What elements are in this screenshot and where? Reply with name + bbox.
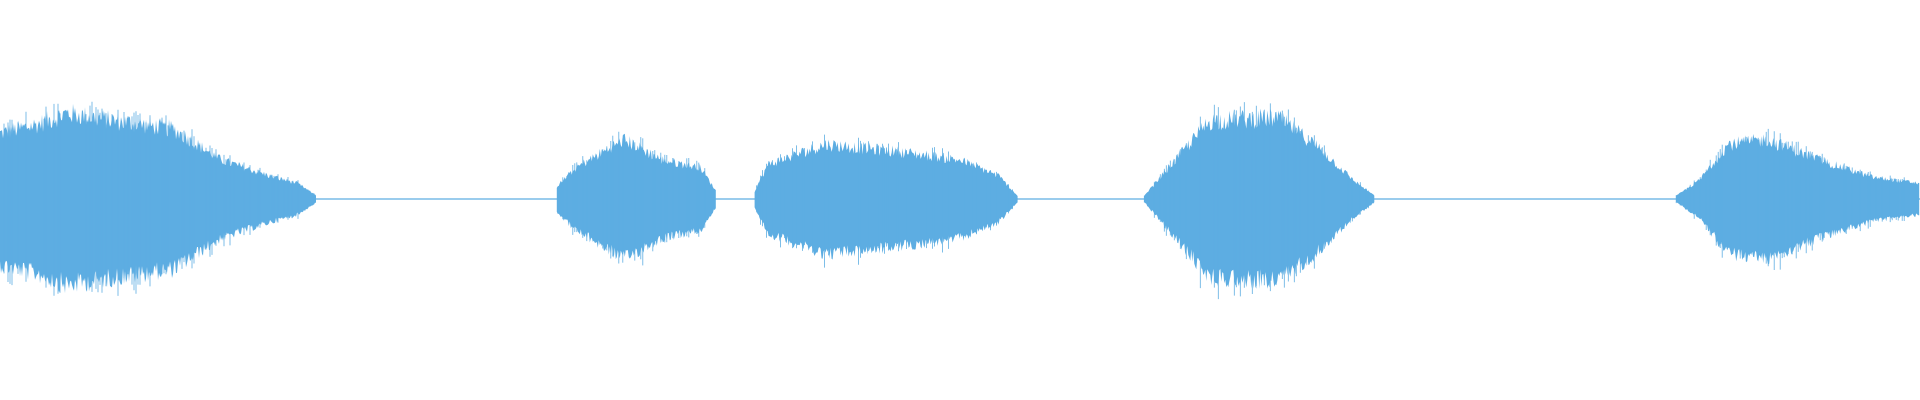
waveform-segment-1	[0, 103, 316, 294]
waveform-segment-3	[754, 139, 1018, 260]
waveform-segment-2	[556, 133, 716, 260]
waveform-segment-5	[1676, 134, 1920, 265]
waveform-segment-4	[1144, 108, 1375, 289]
waveform-shape	[0, 101, 1920, 300]
